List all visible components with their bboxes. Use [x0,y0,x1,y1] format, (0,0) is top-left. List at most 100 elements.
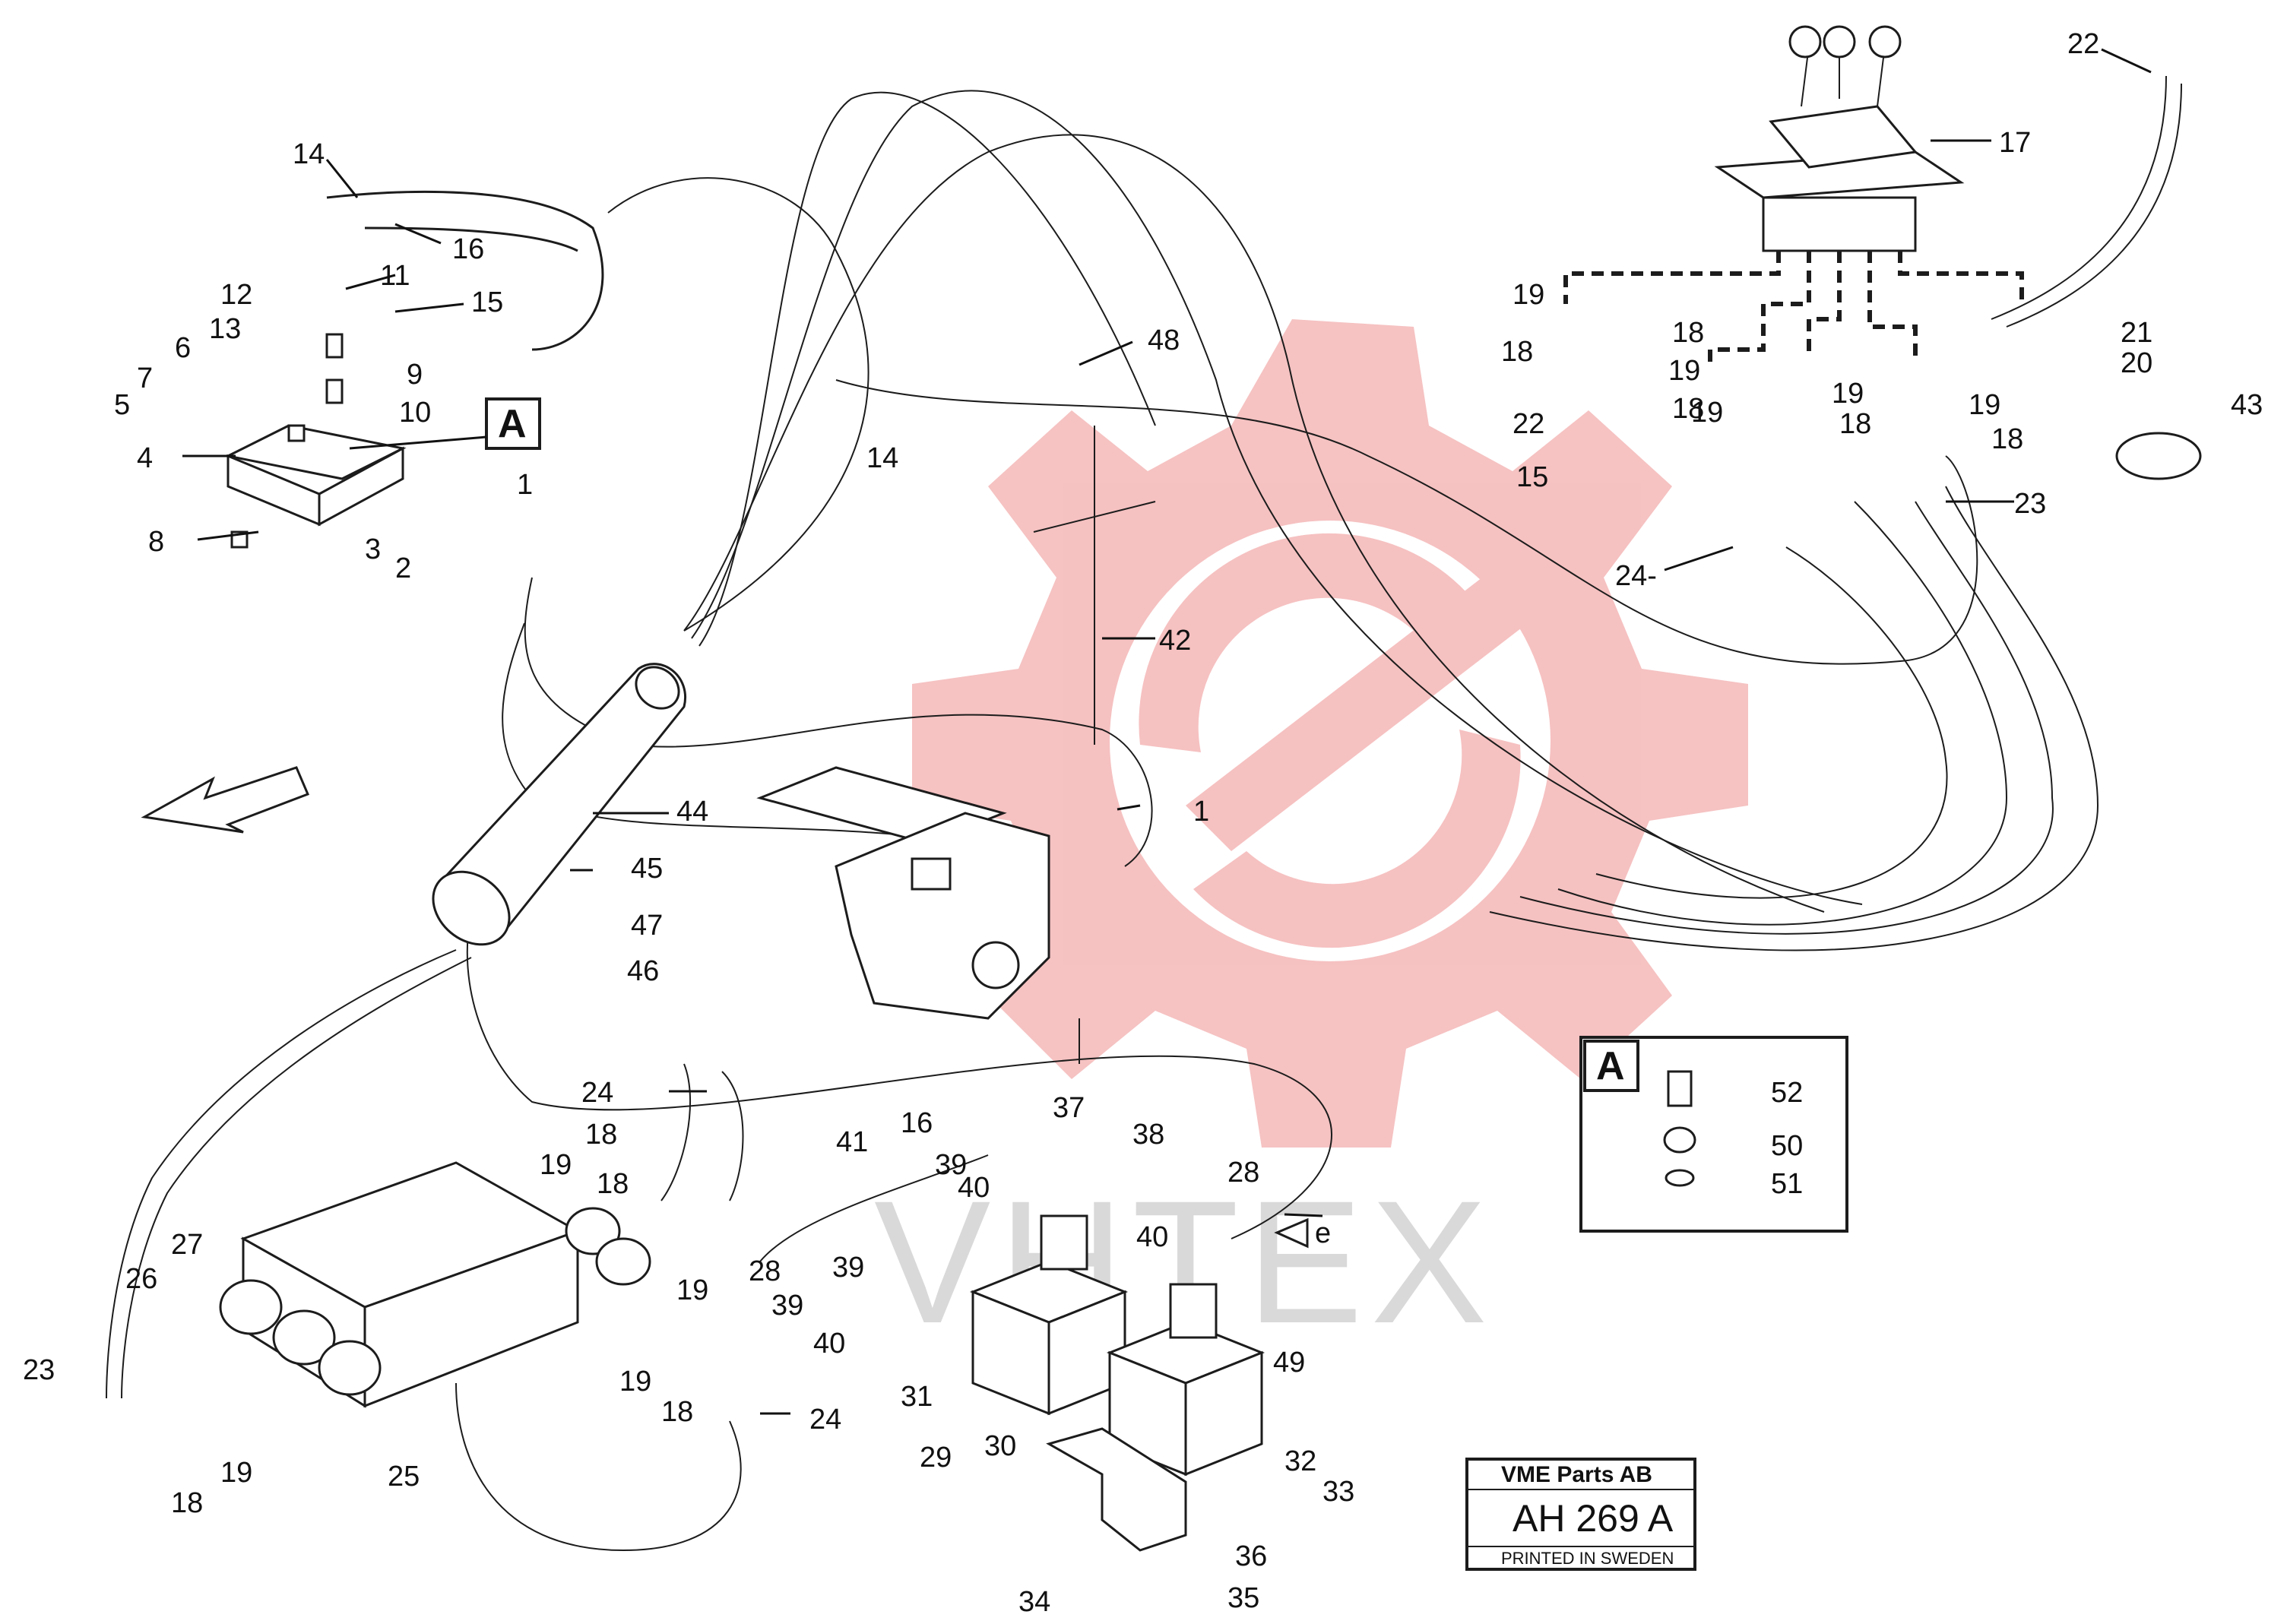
callout: 20 [2121,347,2152,379]
callout: 17 [1999,127,2031,159]
callout: 19 [619,1366,651,1398]
title-block: VME Parts AB AH 269 A PRINTED IN SWEDEN [1465,1458,1696,1571]
callout: 19 [1513,279,1544,311]
callout: 28 [1227,1157,1259,1189]
callout: 23 [2014,488,2046,520]
callout: 44 [676,796,708,828]
hose-clamp-43 [2115,432,2202,480]
pilot-valve-17 [1563,25,2024,365]
callout: 52 [1771,1077,1803,1109]
callout: 3 [365,533,381,565]
callout: 19 [1969,389,2000,421]
callout: 29 [920,1442,952,1474]
callout: 22 [1513,408,1544,440]
callout: 40 [813,1328,845,1360]
callout: 49 [1273,1347,1305,1379]
stamp-drawing-number: AH 269 A [1513,1497,1674,1540]
callout: 15 [471,286,503,318]
callout: 7 [137,362,153,394]
callout: 51 [1771,1168,1803,1200]
flow-arrow-icon [1274,1217,1309,1249]
flow-marker: e [1315,1217,1331,1249]
callout: 43 [2231,389,2263,421]
hose-bundle [106,75,2182,1552]
callout: 33 [1322,1476,1354,1508]
callout: 24 [809,1404,841,1436]
callout: 46 [627,955,659,987]
callout: 19 [1832,378,1864,410]
callout: 27 [171,1229,203,1261]
callout: 39 [771,1290,803,1322]
callout: 16 [452,233,484,265]
callout: 18 [171,1487,203,1519]
callout: 37 [1053,1092,1085,1124]
callout: 41 [836,1126,868,1158]
detail-inset: A [1579,1036,1848,1233]
callout: 18 [1991,423,2023,455]
callout: 23 [23,1354,55,1386]
protective-tube [432,663,686,946]
callout: 13 [209,313,241,345]
callout: 6 [175,332,191,364]
callout: 19 [540,1149,572,1181]
valve-block-25 [219,1161,651,1408]
pedal-valve [756,766,1050,1020]
callout: 19 [1691,397,1723,429]
callout: 50 [1771,1130,1803,1162]
callout: 19 [1668,355,1700,387]
callout: 39 [832,1252,864,1284]
callout: 22 [2067,28,2099,60]
callout: 28 [749,1255,781,1287]
callout: 1 [517,469,533,501]
callout: 25 [388,1461,420,1493]
view-label-box [485,397,541,450]
callout: 32 [1284,1445,1316,1477]
callout: 8 [148,526,164,558]
callout: 47 [631,910,663,942]
callout: 42 [1159,625,1191,657]
callout-leaders [182,48,2152,1415]
callout: 5 [114,389,130,421]
valve-block-4 [224,333,407,549]
callout: 14 [293,138,325,170]
view-label-inset: A [1596,1044,1625,1088]
callout: 31 [901,1381,933,1413]
callout: 30 [984,1430,1016,1462]
direction-arrow [141,766,309,834]
callout: 18 [1672,393,1704,425]
callout: 10 [399,397,431,429]
callout: 1 [1193,796,1209,828]
view-label-main: A [498,402,527,446]
callout: 21 [2121,317,2152,349]
callout: 40 [958,1172,990,1204]
callout: 18 [1672,317,1704,349]
callout: 18 [661,1396,693,1428]
callout: 40 [1136,1221,1168,1253]
callout: 24- [1615,560,1657,592]
callout: 4 [137,442,153,474]
callout: 18 [597,1168,629,1200]
callout: 11 [380,260,410,292]
callout: 2 [395,552,411,584]
callout: 9 [407,359,423,391]
solenoid-valves [969,1214,1265,1552]
callout: 18 [1839,408,1871,440]
callout: 48 [1148,324,1180,356]
callout: 45 [631,853,663,885]
callout: 19 [220,1457,252,1489]
stamp-printed: PRINTED IN SWEDEN [1501,1549,1674,1568]
callout: 26 [125,1263,157,1295]
callout: 19 [676,1274,708,1306]
callout: 35 [1227,1582,1259,1614]
callout: 34 [1018,1586,1050,1618]
callout: 18 [1501,336,1533,368]
callout: 12 [220,279,252,311]
callout: 38 [1132,1119,1164,1151]
callout: 18 [585,1119,617,1151]
callout: 16 [901,1107,933,1139]
callout: 15 [1516,461,1548,493]
callout: 24 [581,1077,613,1109]
callout: 39 [935,1149,967,1181]
stamp-company: VME Parts AB [1501,1462,1652,1487]
